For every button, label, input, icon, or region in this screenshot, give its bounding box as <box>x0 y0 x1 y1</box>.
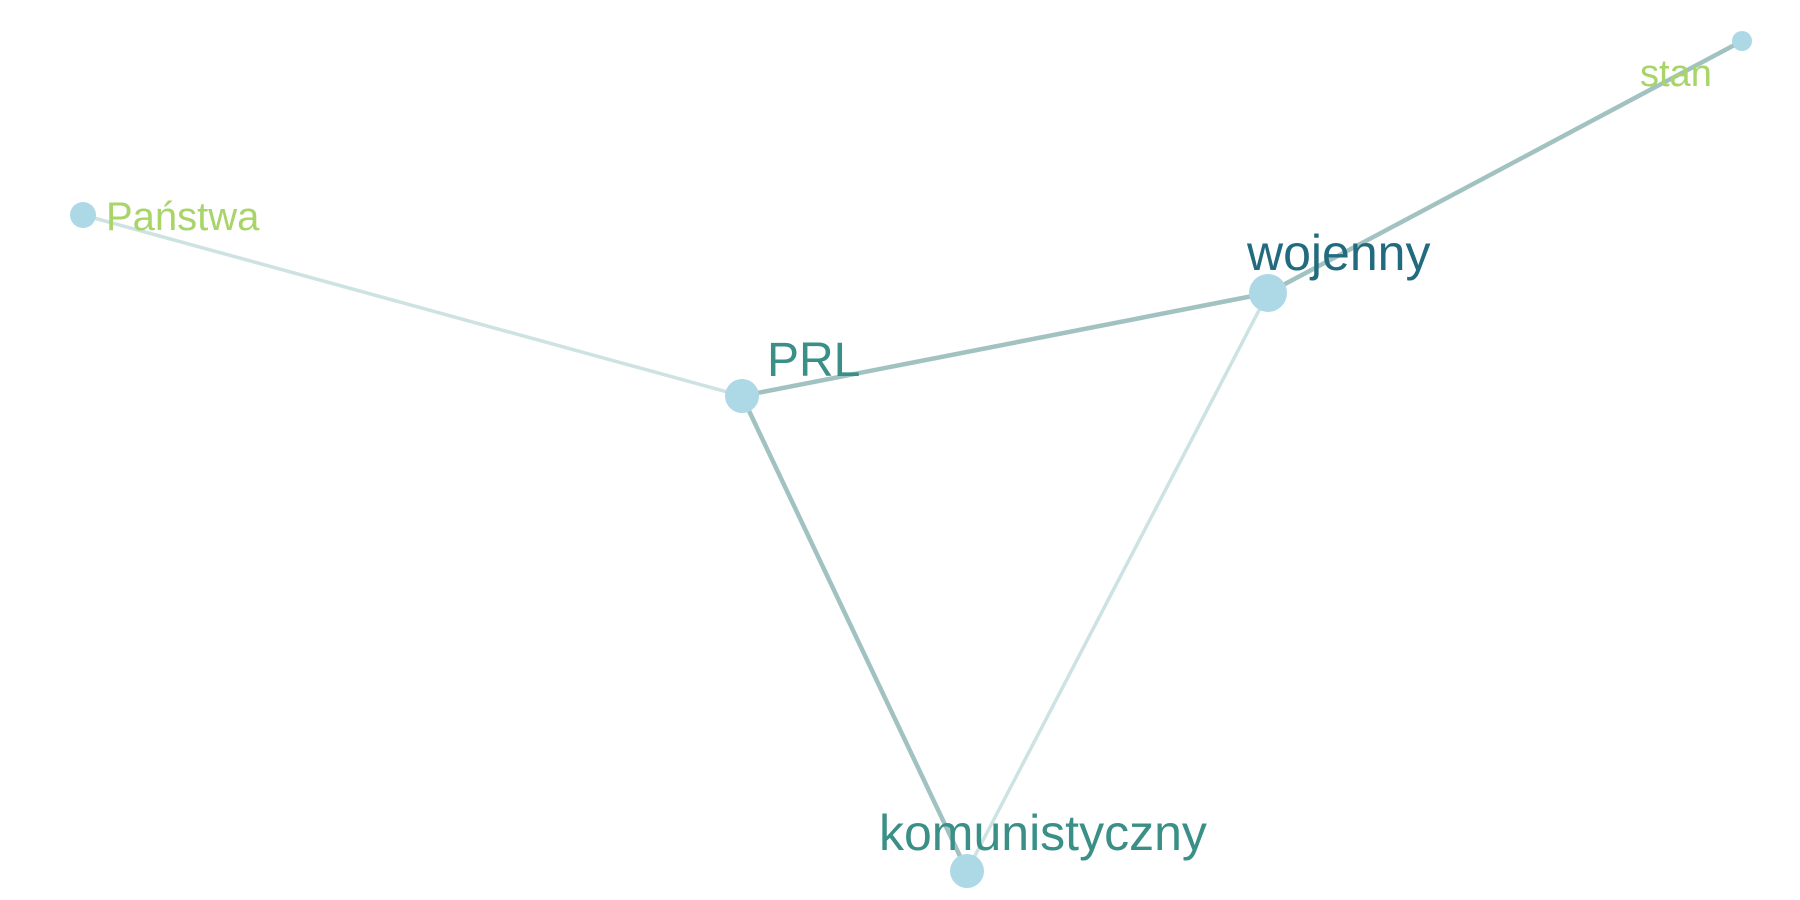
node-wojenny[interactable] <box>1249 274 1287 312</box>
node-panstwa[interactable] <box>70 202 96 228</box>
node-komunistyczny[interactable] <box>950 854 984 888</box>
node-label-wojenny: wojenny <box>1246 225 1430 281</box>
node-label-stan: stan <box>1640 53 1712 95</box>
node-prl[interactable] <box>725 379 759 413</box>
edge-stan-wojenny <box>1265 38 1745 296</box>
edge-panstwa-prl <box>81 213 744 398</box>
nodes-layer <box>70 31 1752 888</box>
edge-prl-komunistyczny <box>739 393 970 874</box>
node-label-komunistyczny: komunistyczny <box>879 805 1207 861</box>
edge-wojenny-komunistyczny <box>965 291 1270 873</box>
node-stan[interactable] <box>1732 31 1752 51</box>
edge-prl-wojenny <box>739 290 1271 399</box>
node-label-prl: PRL <box>767 334 860 387</box>
edges-layer <box>81 38 1745 874</box>
node-label-panstwa: Państwa <box>106 195 260 239</box>
